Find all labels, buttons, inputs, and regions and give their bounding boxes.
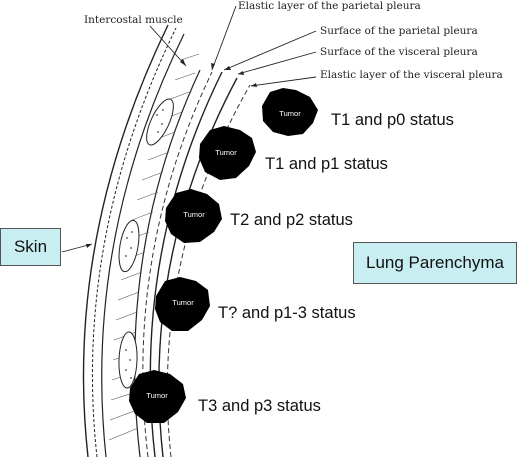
muscle-outer-line <box>101 33 185 457</box>
label-parietal-surface: Surface of the parietal pleura <box>320 25 478 37</box>
skin-label: Skin <box>13 237 48 256</box>
status-4: T? and p1-3 status <box>218 304 356 322</box>
tumor-3: Tumor <box>165 189 222 243</box>
tumor-4: Tumor <box>155 277 210 331</box>
tumor-label-2: Tumor <box>215 148 237 157</box>
lung-parenchyma-box: Lung Parenchyma <box>353 242 517 284</box>
tumor-label-1: Tumor <box>279 109 301 118</box>
skin-box: Skin <box>0 228 61 266</box>
tumor-label-5: Tumor <box>146 391 168 400</box>
status-1: T1 and p0 status <box>331 111 454 129</box>
tumor-label-3: Tumor <box>183 210 205 219</box>
label-visceral-elastic: Elastic layer of the visceral pleura <box>320 69 503 81</box>
leader-visceral-surface <box>237 51 317 75</box>
tumor-5: Tumor <box>129 370 186 423</box>
leader-intercostal <box>149 25 187 67</box>
label-intercostal-muscle: Intercostal muscle <box>84 14 183 26</box>
skin-wavy-line <box>91 27 177 457</box>
tumor-1: Tumor <box>262 88 318 136</box>
status-3: T2 and p2 status <box>230 211 353 229</box>
label-parietal-elastic: Elastic layer of the parietal pleura <box>238 0 421 12</box>
label-visceral-surface: Surface of the visceral pleura <box>320 46 478 58</box>
leader-parietal-surface <box>223 30 317 71</box>
rib-ovals <box>118 98 174 389</box>
lung-parenchyma-label: Lung Parenchyma <box>366 253 504 272</box>
tumor-label-4: Tumor <box>172 298 194 307</box>
tumor-2: Tumor <box>199 126 256 180</box>
leader-parietal-elastic <box>211 5 237 71</box>
status-2: T1 and p1 status <box>265 155 388 173</box>
leader-visceral-elastic <box>250 76 317 87</box>
leader-arrowheads <box>86 59 257 248</box>
status-5: T3 and p3 status <box>198 397 321 415</box>
skin-outer-line <box>82 24 169 457</box>
rib-dots <box>125 109 164 379</box>
